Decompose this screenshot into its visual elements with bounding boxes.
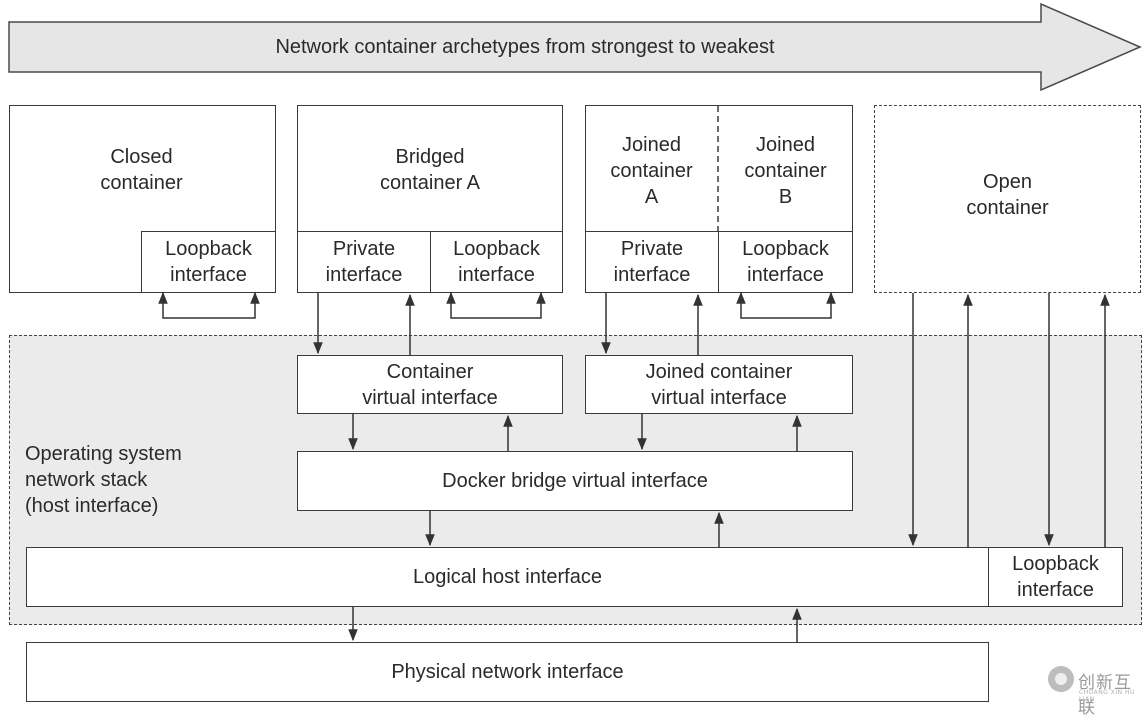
open-container-box (874, 105, 1141, 293)
joined-virtual-interface-box (585, 355, 853, 414)
bridged-container-title: Bridged container A (379, 146, 481, 194)
open-container-title: Open container (966, 171, 1049, 219)
closed-container-title: Closed container (100, 146, 183, 194)
container-virtual-interface-label: Container virtual interface (362, 360, 498, 409)
logical-host-interface-box (26, 547, 989, 607)
docker-bridge-box (297, 451, 853, 511)
container-virtual-interface-box (297, 355, 563, 414)
logical-host-interface-label: Logical host interface (412, 566, 602, 588)
watermark-logo-icon (1048, 666, 1074, 692)
host-loopback-box (988, 547, 1123, 607)
physical-network-interface-box (26, 642, 989, 702)
closed-loopback-box (141, 231, 276, 293)
joined-virtual-interface-label: Joined container virtual interface (645, 360, 793, 409)
bridged-private-box (297, 231, 431, 293)
watermark-subtitle: CHUANG XIN HU LIAN (1079, 689, 1135, 703)
joined-container-b-title: Joined container B (744, 134, 827, 208)
bridged-loopback-label: Loopback interface (453, 238, 540, 286)
joined-loopback-label: Loopback interface (742, 238, 829, 286)
joined-private-label: Private interface (613, 238, 691, 286)
host-loopback-label: Loopback interface (1012, 553, 1099, 601)
docker-bridge-label: Docker bridge virtual interface (442, 470, 708, 492)
physical-network-interface-label: Physical network interface (391, 661, 624, 683)
joined-container-a-title: Joined container A (610, 134, 693, 208)
os-network-stack-label: Operating system network stack (host int… (25, 443, 182, 517)
closed-loopback-label: Loopback interface (165, 238, 252, 286)
banner-title: Network container archetypes from strong… (275, 36, 775, 58)
bridged-private-label: Private interface (325, 238, 403, 286)
